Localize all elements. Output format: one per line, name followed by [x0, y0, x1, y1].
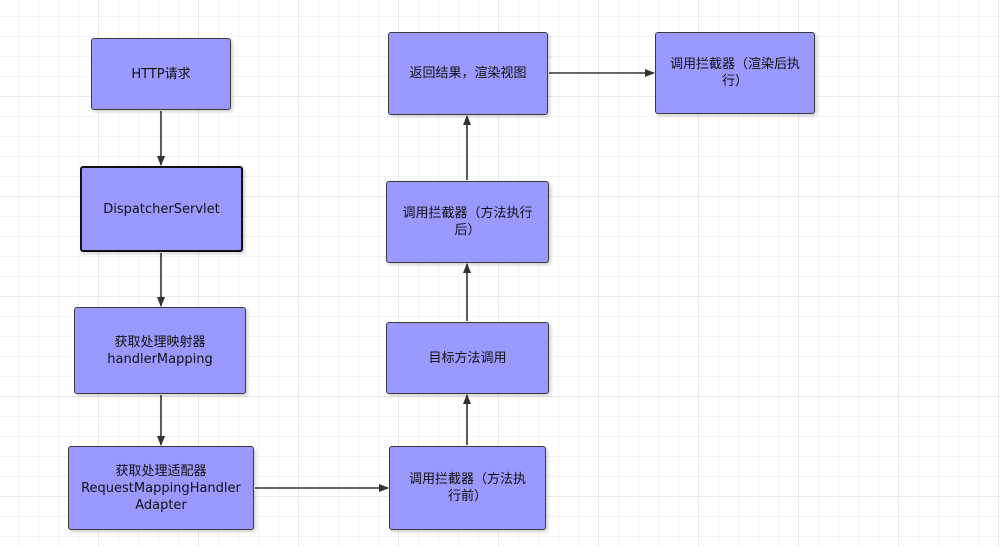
node-target-method-call[interactable]: 目标方法调用 [386, 322, 549, 394]
node-handler-mapping[interactable]: 获取处理映射器 handlerMapping [74, 307, 246, 394]
node-interceptor-after-completion[interactable]: 调用拦截器（渲染后执 行） [655, 32, 815, 114]
node-interceptor-pre-handle[interactable]: 调用拦截器（方法执 行前） [389, 446, 546, 530]
node-http-request[interactable]: HTTP请求 [91, 38, 231, 110]
node-handler-adapter[interactable]: 获取处理适配器 RequestMappingHandler Adapter [68, 446, 254, 530]
node-interceptor-post-handle[interactable]: 调用拦截器（方法执行 后） [386, 181, 549, 263]
node-render-view[interactable]: 返回结果，渲染视图 [388, 32, 548, 115]
node-dispatcher-servlet[interactable]: DispatcherServlet [80, 166, 243, 252]
